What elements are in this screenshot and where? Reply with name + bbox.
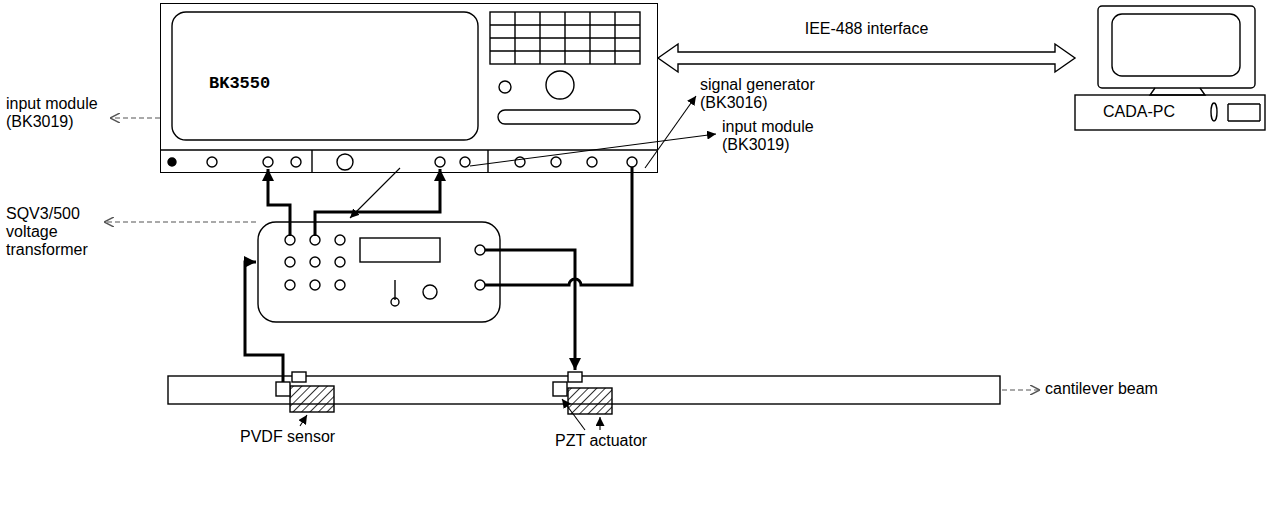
- part-label: PVDF sensor: [240, 428, 390, 446]
- computer-drawing-part: [1228, 104, 1260, 121]
- computer-box: CADA-PC: [1075, 5, 1265, 131]
- analyzer-detail-part: [207, 157, 217, 167]
- voltage-transformer-part: [391, 298, 399, 306]
- interface-label: IEE-488 interface: [802, 20, 932, 38]
- cantilever-beam-drawing-part: [553, 382, 567, 396]
- cantilever-beam-drawing: [168, 372, 1000, 414]
- analyzer-detail: [160, 12, 658, 173]
- analyzer-detail-part: [627, 157, 637, 167]
- module-label: signal generator (BK3016): [700, 76, 840, 112]
- cantilever-beam-drawing-part: [290, 386, 334, 412]
- analyzer-detail-part: [551, 157, 561, 167]
- leader-lines-part: [562, 399, 585, 430]
- analyzer-detail-part: [490, 12, 640, 64]
- analyzer-detail-part: [587, 157, 597, 167]
- analyzer-detail-part: [435, 157, 445, 167]
- signal-wires-part: [315, 169, 440, 236]
- cantilever-beam-drawing-part: [568, 388, 612, 414]
- leader-lines: [104, 96, 1040, 430]
- voltage-transformer-part: [285, 235, 295, 245]
- signal-wires: [245, 167, 632, 382]
- voltage-transformer-part: [335, 235, 345, 245]
- voltage-transformer-part: [335, 257, 345, 267]
- voltage-transformer-part: [285, 257, 295, 267]
- voltage-transformer-part: [423, 285, 437, 299]
- cantilever-beam-drawing-part: [276, 382, 290, 396]
- leader-lines-part: [599, 417, 600, 430]
- voltage-transformer-part: [310, 257, 320, 267]
- module-label: input module (BK3019): [6, 95, 118, 131]
- cantilever-beam-drawing-part: [292, 372, 306, 382]
- cantilever-beam-drawing-part: [568, 372, 582, 382]
- interface-arrow: [658, 44, 1075, 72]
- computer-drawing-part: [1098, 6, 1255, 88]
- signal-wires-part: [245, 262, 283, 382]
- device-label: SQV3/500 voltage transformer: [6, 205, 102, 259]
- analyzer-detail-part: [168, 158, 176, 166]
- computer-drawing-part: [1150, 88, 1205, 95]
- analyzer-detail-part: [546, 71, 574, 99]
- leader-lines-part: [1002, 389, 1040, 390]
- leader-lines-part: [350, 168, 400, 218]
- computer-drawing: [1075, 6, 1265, 130]
- voltage-transformer-part: [285, 280, 295, 290]
- box-title: BK3550: [209, 74, 270, 93]
- voltage-transformer-part: [335, 280, 345, 290]
- leader-lines-part: [300, 415, 307, 426]
- voltage-transformer-part: [258, 222, 500, 322]
- analyzer-detail-part: [337, 154, 353, 170]
- analyzer-detail-part: [172, 12, 478, 140]
- signal-wires-part: [485, 250, 575, 370]
- leader-lines-part: [110, 117, 160, 118]
- voltage-transformer-part: [394, 280, 395, 300]
- leader-lines-part: [645, 96, 696, 168]
- voltage-transformer: [258, 222, 500, 322]
- analyzer-detail-part: [490, 12, 640, 64]
- part-label: cantilever beam: [1045, 380, 1215, 398]
- analyzer-detail-part: [291, 157, 301, 167]
- module-label: input module (BK3019): [722, 118, 834, 154]
- voltage-transformer-part: [310, 280, 320, 290]
- box-title: CADA-PC: [1103, 103, 1175, 121]
- signal-wires-part: [485, 167, 632, 285]
- analyzer-detail-part: [499, 81, 511, 93]
- computer-drawing-part: [1211, 103, 1217, 121]
- voltage-transformer-part: [475, 280, 485, 290]
- voltage-transformer-part: [475, 245, 485, 255]
- computer-drawing-part: [1075, 95, 1265, 130]
- leader-lines-part: [104, 221, 256, 222]
- analyzer-detail-part: [460, 157, 470, 167]
- voltage-transformer-part: [310, 235, 320, 245]
- analyzer-detail-part: [160, 150, 658, 173]
- part-label: PZT actuator: [555, 432, 705, 450]
- analyzer-detail-part: [263, 157, 273, 167]
- leader-lines-part: [470, 134, 716, 166]
- computer-drawing-part: [1112, 14, 1240, 76]
- analyzer-box: BK3550: [160, 3, 658, 173]
- analyzer-detail-part: [498, 110, 640, 124]
- voltage-transformer-part: [360, 238, 440, 262]
- signal-wires-part: [268, 169, 290, 236]
